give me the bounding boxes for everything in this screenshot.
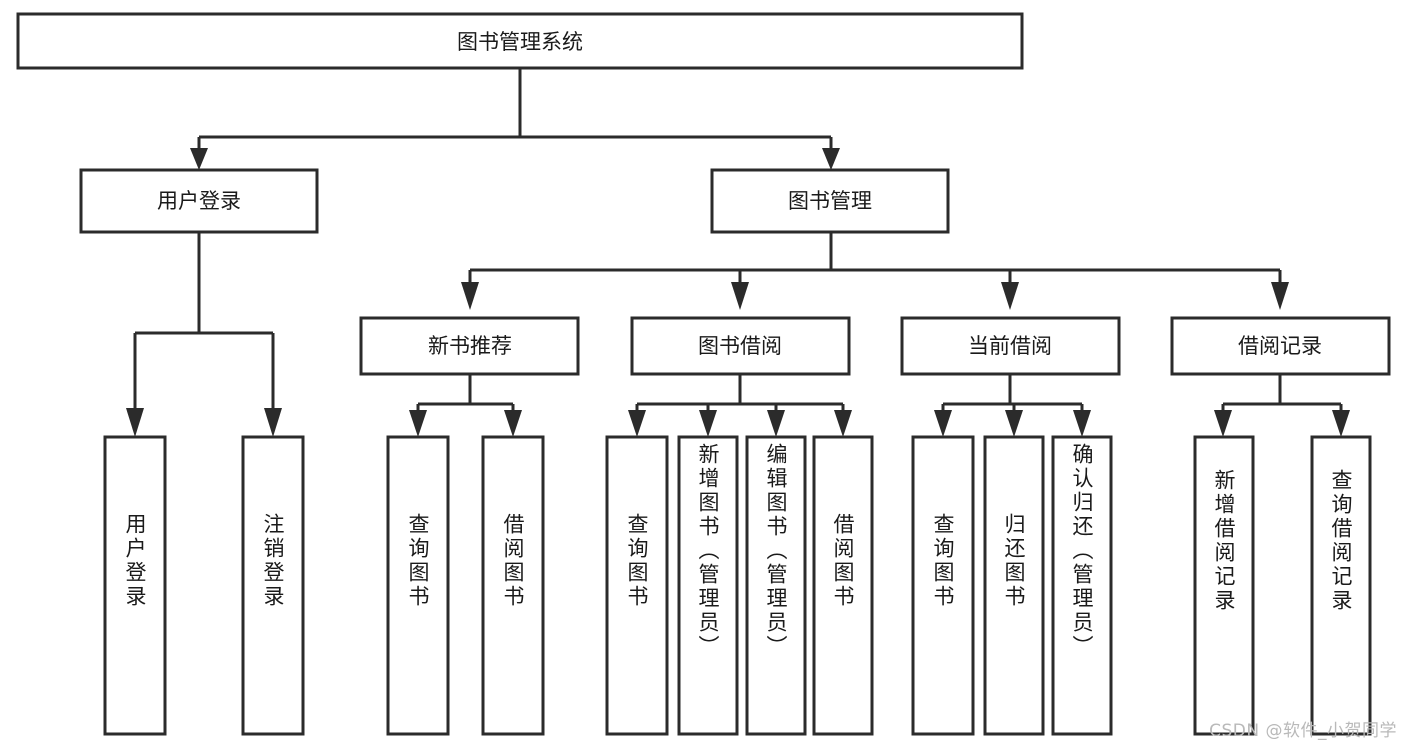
node-borrow-record-label: 借阅记录 <box>1238 334 1322 358</box>
node-new-book-recommend-label: 新书推荐 <box>428 334 512 358</box>
node-user-login-label: 用户登录 <box>157 189 241 213</box>
leaf-box[interactable] <box>1310 435 1372 736</box>
leaf-box[interactable] <box>745 435 807 736</box>
node-current-borrow[interactable]: 当前借阅 <box>900 316 1121 376</box>
node-book-management-label: 图书管理 <box>788 189 872 213</box>
leaf-box[interactable] <box>911 435 975 736</box>
connector-borrow-record-to-leaves <box>1214 374 1350 437</box>
node-user-login[interactable]: 用户登录 <box>79 168 319 234</box>
leaf-box[interactable] <box>605 435 669 736</box>
node-new-book-recommend[interactable]: 新书推荐 <box>359 316 580 376</box>
leaf-box[interactable] <box>1193 435 1255 736</box>
node-borrow-record[interactable]: 借阅记录 <box>1170 316 1391 376</box>
leaf-box[interactable] <box>241 435 305 736</box>
connector-book-borrow-to-leaves <box>628 374 852 437</box>
node-root-label: 图书管理系统 <box>457 30 583 54</box>
node-book-borrow[interactable]: 图书借阅 <box>630 316 851 376</box>
node-book-borrow-label: 图书借阅 <box>698 334 782 358</box>
connector-current-borrow-to-leaves <box>934 374 1091 437</box>
leaf-boxes-user-login <box>103 435 305 736</box>
connector-new-book-to-leaves <box>409 374 522 437</box>
leaf-boxes-borrow-record <box>1193 435 1372 736</box>
leaf-box[interactable] <box>481 435 545 736</box>
leaf-boxes-book-borrow <box>605 435 874 736</box>
node-current-borrow-label: 当前借阅 <box>968 334 1052 358</box>
leaf-box[interactable] <box>103 435 167 736</box>
leaf-boxes-current-borrow <box>911 435 1113 736</box>
leaf-box[interactable] <box>812 435 874 736</box>
leaf-box[interactable] <box>1051 435 1113 736</box>
connector-user-login-to-leaves <box>126 232 282 437</box>
connector-book-mgmt-to-level3 <box>461 232 1289 310</box>
node-root[interactable]: 图书管理系统 <box>16 12 1024 70</box>
leaf-boxes-new-book <box>386 435 545 736</box>
watermark: CSDN @软件_小贺同学 <box>1209 721 1397 741</box>
node-book-management[interactable]: 图书管理 <box>710 168 950 234</box>
leaf-box[interactable] <box>983 435 1045 736</box>
leaf-box[interactable] <box>386 435 450 736</box>
leaf-box[interactable] <box>677 435 739 736</box>
connector-root-to-level2 <box>190 68 840 170</box>
